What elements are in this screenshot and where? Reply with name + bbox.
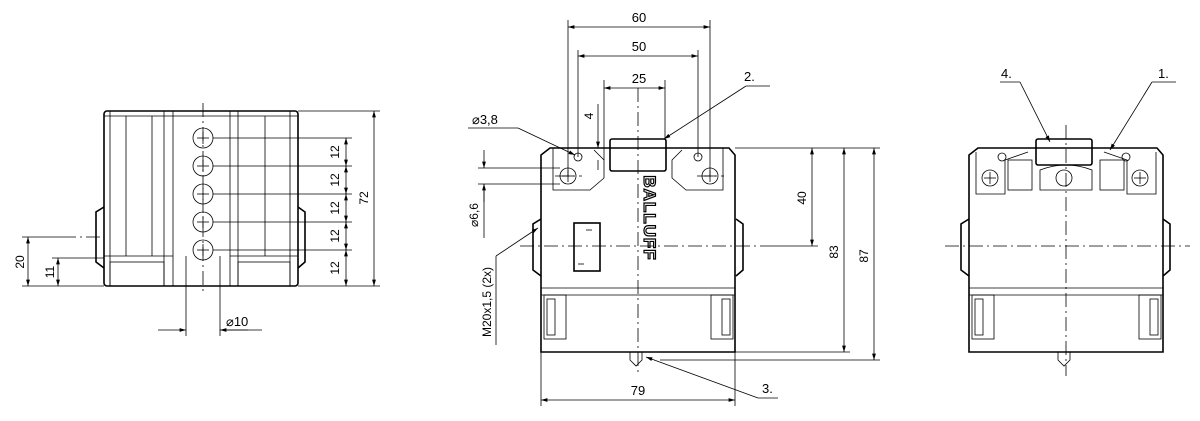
right-view-left-grip bbox=[960, 218, 970, 277]
dim-diameter-6-6: ⌀6,6 bbox=[467, 203, 481, 227]
callout-3: 3. bbox=[762, 381, 773, 396]
dim-12-e: 12 bbox=[328, 261, 342, 275]
right-view: 4. 1. bbox=[945, 66, 1190, 376]
right-view-body bbox=[968, 147, 1164, 353]
right-view-right-grip bbox=[1162, 218, 1171, 277]
left-grip bbox=[95, 206, 105, 269]
dim-20: 20 bbox=[13, 255, 27, 269]
dim-60: 60 bbox=[632, 10, 646, 25]
dim-12-a: 12 bbox=[328, 145, 342, 159]
right-actuator-head bbox=[1035, 138, 1093, 166]
dim-50: 50 bbox=[632, 39, 646, 54]
dim-diameter-10: ⌀10 bbox=[226, 314, 248, 329]
dim-diameter-3-8: ⌀3,8 bbox=[472, 112, 498, 127]
front-left-grip bbox=[532, 218, 542, 277]
dim-40: 40 bbox=[795, 191, 809, 205]
dim-83: 83 bbox=[827, 245, 841, 259]
thread-note: M20x1,5 (2x) bbox=[480, 267, 494, 337]
front-view: BALLUFF 60 50 25 4 ⌀3,8 bbox=[467, 10, 880, 406]
mounting-holes bbox=[192, 127, 214, 261]
right-grip bbox=[297, 206, 306, 269]
dim-25: 25 bbox=[632, 71, 646, 86]
callout-4: 4. bbox=[1001, 66, 1012, 81]
callout-1: 1. bbox=[1158, 66, 1169, 81]
dim-79: 79 bbox=[631, 383, 645, 398]
dim-11: 11 bbox=[43, 265, 57, 278]
dim-87: 87 bbox=[857, 249, 871, 263]
front-right-grip bbox=[735, 218, 744, 277]
dim-72: 72 bbox=[357, 191, 371, 205]
label-window bbox=[573, 222, 601, 272]
balluff-logo: BALLUFF bbox=[640, 175, 659, 260]
dim-12-b: 12 bbox=[328, 173, 342, 187]
left-view: 12 12 12 12 12 72 20 11 ⌀10 bbox=[13, 103, 380, 336]
dim-12-c: 12 bbox=[328, 201, 342, 215]
dim-12-d: 12 bbox=[328, 229, 342, 243]
callout-2: 2. bbox=[744, 69, 755, 84]
body-outline bbox=[103, 110, 299, 287]
dim-4: 4 bbox=[582, 112, 596, 119]
